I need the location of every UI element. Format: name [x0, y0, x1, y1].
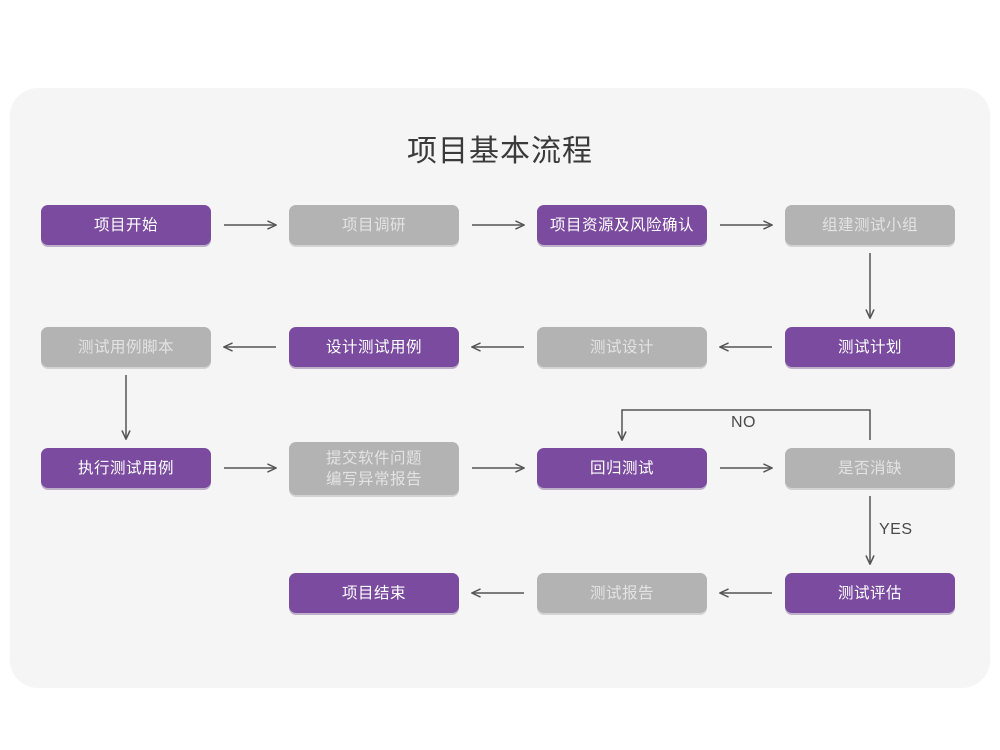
flow-node-n4[interactable]: 组建测试小组 — [785, 205, 955, 245]
flow-node-n6[interactable]: 设计测试用例 — [289, 327, 459, 367]
flow-node-n10[interactable]: 提交软件问题 编写异常报告 — [289, 442, 459, 495]
flow-node-n5[interactable]: 测试用例脚本 — [41, 327, 211, 367]
flow-node-n2[interactable]: 项目调研 — [289, 205, 459, 245]
flow-node-n11[interactable]: 回归测试 — [537, 448, 707, 488]
flow-node-n12[interactable]: 是否消缺 — [785, 448, 955, 488]
page-title: 项目基本流程 — [407, 135, 593, 168]
flow-node-n9[interactable]: 执行测试用例 — [41, 448, 211, 488]
flow-node-n13[interactable]: 项目结束 — [289, 573, 459, 613]
flow-node-n8[interactable]: 测试计划 — [785, 327, 955, 367]
flow-node-n1[interactable]: 项目开始 — [41, 205, 211, 245]
flow-node-n14[interactable]: 测试报告 — [537, 573, 707, 613]
edge-label-yes: YES — [879, 521, 913, 538]
flow-node-n15[interactable]: 测试评估 — [785, 573, 955, 613]
edge-label-no: NO — [731, 414, 756, 431]
flow-node-n3[interactable]: 项目资源及风险确认 — [537, 205, 707, 245]
flow-node-n7[interactable]: 测试设计 — [537, 327, 707, 367]
